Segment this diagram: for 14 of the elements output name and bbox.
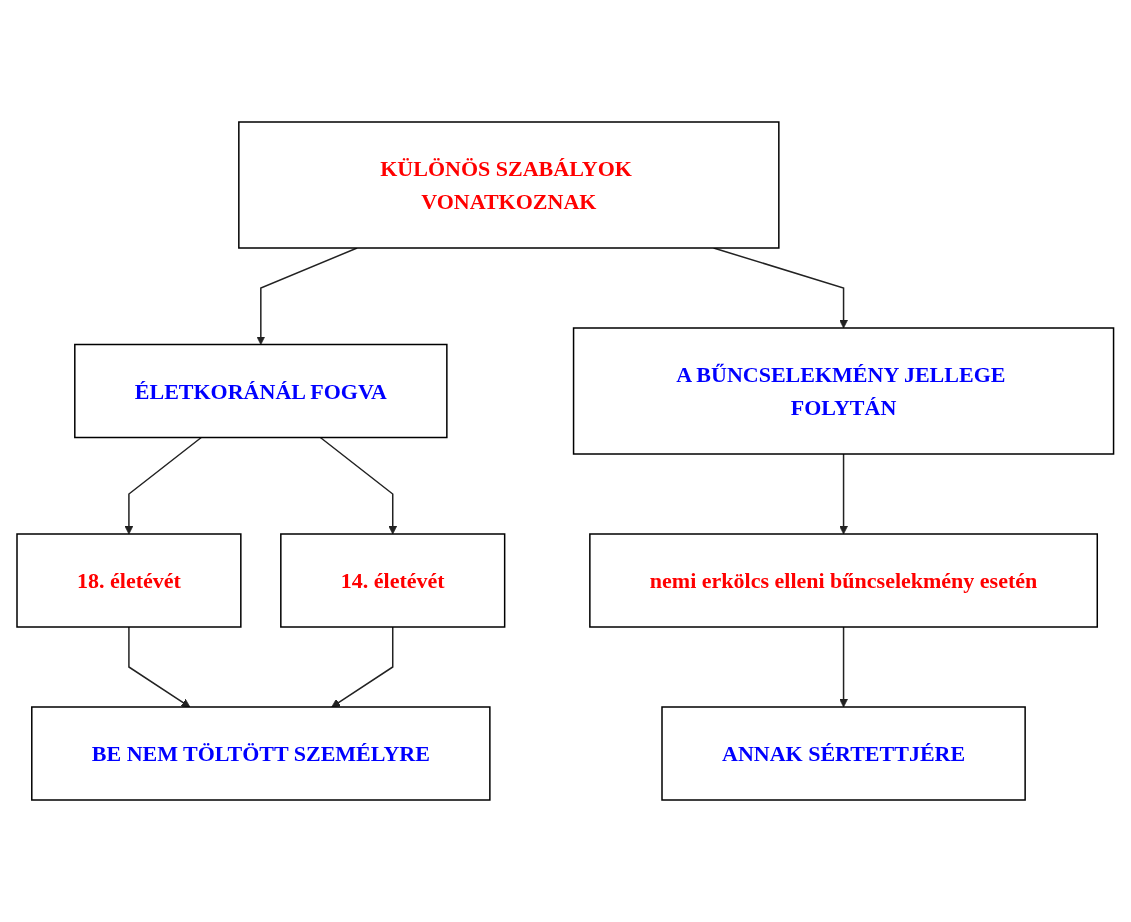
- arrow: [124, 436, 203, 535]
- arrow: [319, 436, 398, 535]
- arrow: [839, 453, 849, 535]
- node-box: ÉLETKORÁNÁL FOGVA: [74, 343, 448, 439]
- node-box: ANNAK SÉRTETTJÉRE: [661, 706, 1027, 801]
- node-box: BE NEM TÖLTÖTT SZEMÉLYRE: [31, 706, 491, 801]
- node-box: KÜLÖNÖS SZABÁLYOK VONATKOZNAK: [238, 121, 780, 249]
- node-box: A BŰNCSELEKMÉNY JELLEGE FOLYTÁN: [573, 327, 1115, 455]
- node-box: nemi erkölcs elleni bűncselekmény esetén: [589, 533, 1099, 628]
- node-box: 14. életévét: [280, 533, 506, 628]
- arrow: [839, 626, 849, 708]
- arrow: [128, 626, 191, 708]
- node-box: 18. életévét: [16, 533, 242, 628]
- arrow: [331, 626, 394, 708]
